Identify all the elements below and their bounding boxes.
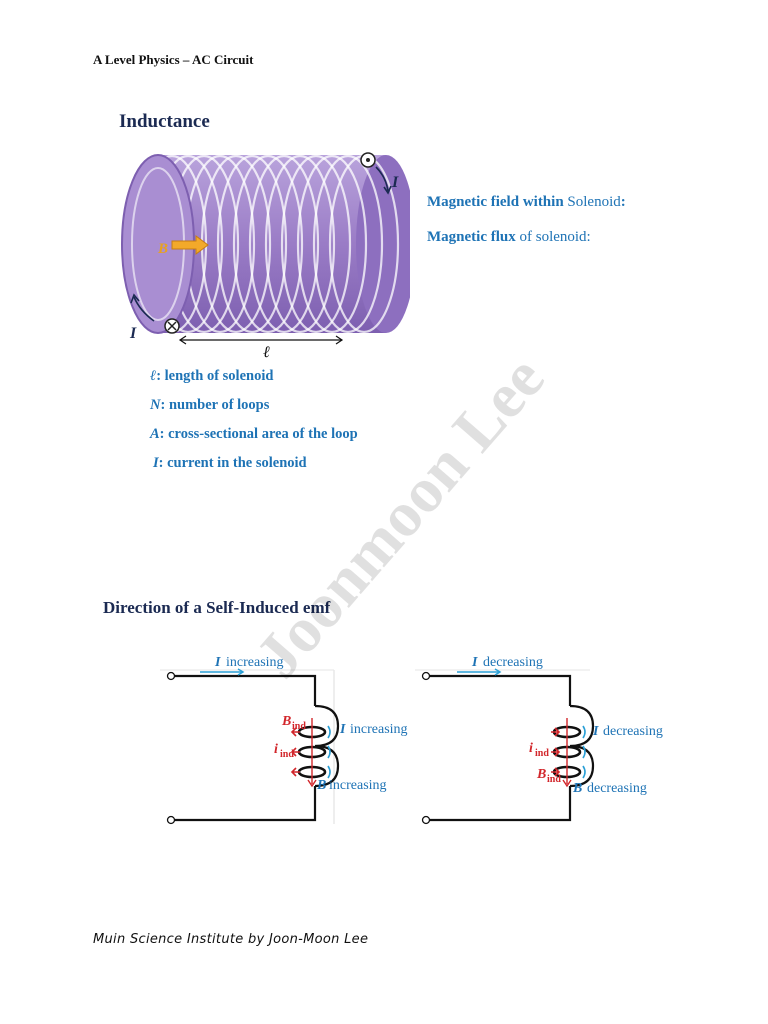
top-I-symbol: I <box>471 655 478 670</box>
top-current-label: increasing <box>226 655 284 670</box>
i-ind-subscript: ind <box>280 749 294 760</box>
circuit-decreasing: I decreasing i ind B ind I decreasing B … <box>415 655 663 825</box>
definitions-list: ℓ: length of solenoid N: number of loops… <box>150 362 358 478</box>
equation-field-label: Magnetic field within Solenoid: <box>427 194 626 211</box>
definition-item: I: current in the solenoid <box>153 455 307 471</box>
eq1-colon: : <box>620 194 626 210</box>
circuit-increasing: I increasing B ind i ind I increasing B … <box>160 655 408 825</box>
length-label: ℓ <box>263 344 270 361</box>
top-current-label: decreasing <box>483 655 543 670</box>
coil-I-symbol: I <box>592 724 599 739</box>
field-change-label: decreasing <box>587 781 647 796</box>
field-B-symbol: B <box>572 781 582 796</box>
definition-item: N: number of loops <box>150 397 270 413</box>
page-header: A Level Physics – AC Circuit <box>93 52 254 67</box>
b-ind-symbol: B <box>281 714 291 729</box>
coil-I-symbol: I <box>339 722 346 737</box>
terminal-icon <box>421 815 431 825</box>
equation-flux-label: Magnetic flux of solenoid: <box>427 229 591 246</box>
terminal-icon <box>166 815 176 825</box>
solenoid-figure: B I I ℓ <box>121 152 410 361</box>
b-ind-symbol: B <box>536 767 546 782</box>
i-ind-symbol: i <box>529 741 533 756</box>
definition-item: A: cross-sectional area of the loop <box>150 426 358 442</box>
eq1-within: within <box>522 194 564 210</box>
i-ind-subscript: ind <box>535 748 549 759</box>
page-footer: Muin Science Institute by Joon-Moon Lee <box>93 932 369 947</box>
field-change-label: increasing <box>329 778 387 793</box>
current-label-top: I <box>391 174 399 191</box>
current-label-bottom: I <box>129 325 137 342</box>
coil-current-label: decreasing <box>603 724 663 739</box>
field-arrow-icon <box>171 235 209 255</box>
field-label: B <box>157 241 168 257</box>
definition-item: ℓ: length of solenoid <box>150 368 274 384</box>
field-B-symbol: B <box>316 778 326 793</box>
coil-current-label: increasing <box>350 722 408 737</box>
eq1-term: Magnetic field <box>427 194 520 210</box>
b-ind-subscript: ind <box>547 774 561 785</box>
eq1-plain: Solenoid <box>567 194 621 210</box>
eq2-plain: of solenoid: <box>519 229 591 245</box>
terminal-icon <box>421 671 431 681</box>
top-I-symbol: I <box>214 655 221 670</box>
inductance-title: Inductance <box>119 111 210 132</box>
eq2-term: Magnetic flux <box>427 229 516 245</box>
self-induced-title: Direction of a Self-Induced emf <box>103 598 331 617</box>
terminal-icon <box>166 671 176 681</box>
b-ind-subscript: ind <box>292 721 306 732</box>
i-ind-symbol: i <box>274 742 278 757</box>
